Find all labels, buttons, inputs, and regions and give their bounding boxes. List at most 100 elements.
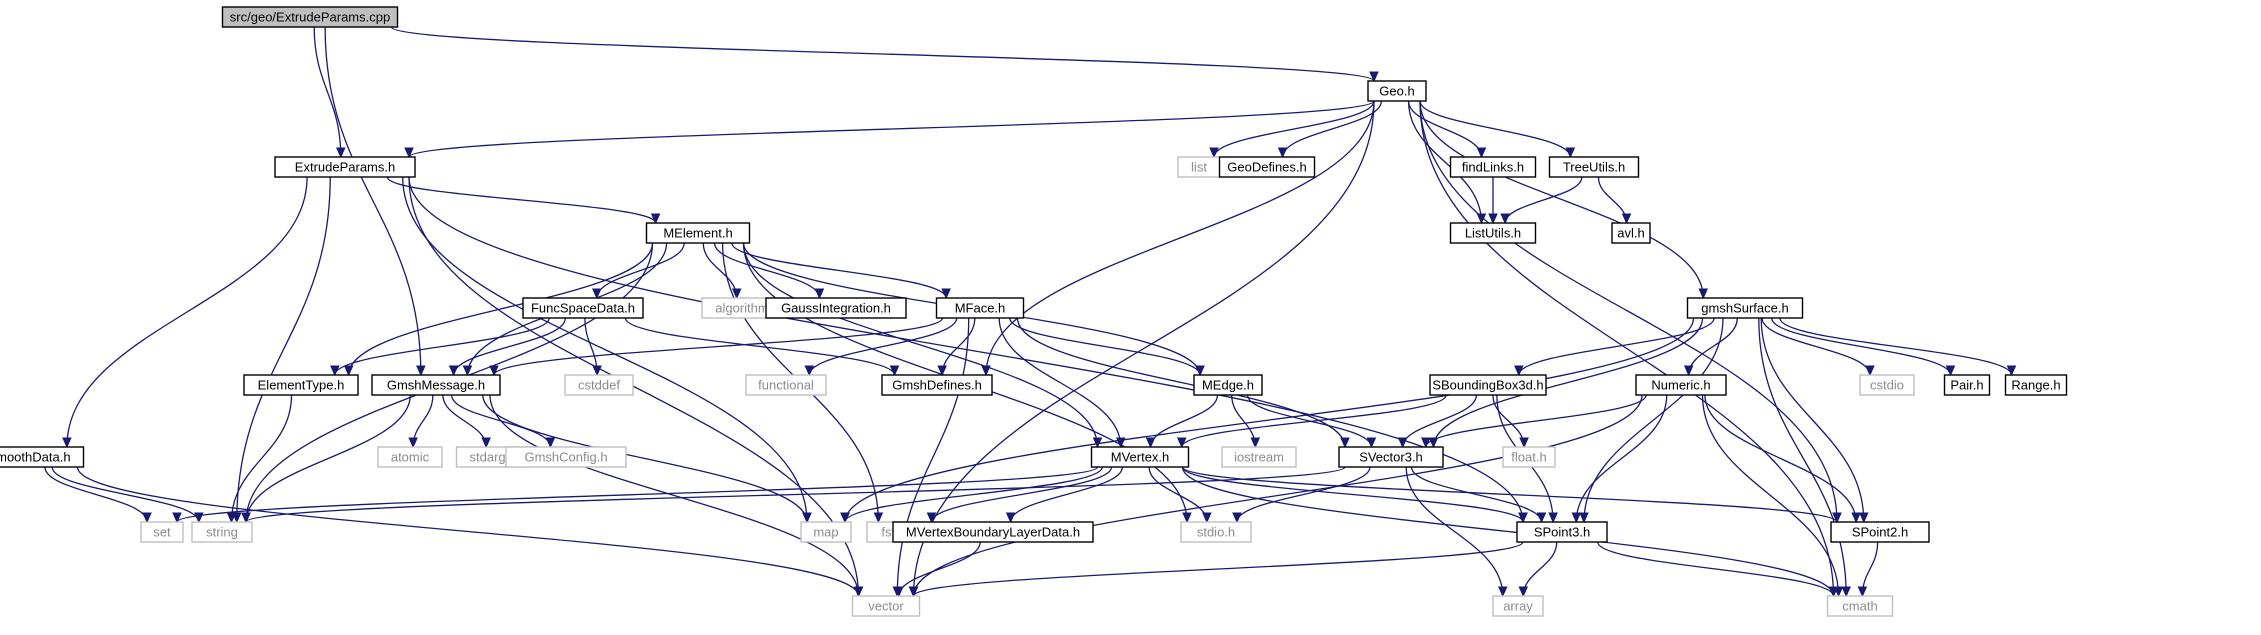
edge-arrowhead-gmshsurface-to-spoint3: [1579, 512, 1589, 524]
node-pair[interactable]: Pair.h: [1943, 374, 1991, 396]
node-mface[interactable]: MFace.h: [935, 297, 1025, 319]
edge-extrude-to-map: [402, 176, 808, 523]
edge-arrowhead-gmshsurface-to-range: [2006, 365, 2017, 377]
node-array: array: [1492, 595, 1544, 617]
node-gmshmessage[interactable]: GmshMessage.h: [371, 374, 501, 396]
edge-geo-to-listutils: [1407, 100, 1483, 224]
edge-arrowhead-sbbox-to-spoint3: [1548, 512, 1558, 524]
edge-arrowhead-sbbox-to-mvertex: [1176, 437, 1187, 449]
node-box-iostream: [1221, 446, 1297, 468]
node-spoint3[interactable]: SPoint3.h: [1516, 521, 1608, 543]
node-label-mvertex: MVertex.h: [1111, 450, 1170, 465]
node-label-svector3: SVector3.h: [1359, 450, 1423, 465]
edge-arrowhead-gmshsurface-to-sbbox: [1514, 365, 1524, 377]
node-box-melement: [645, 222, 751, 244]
node-string: string: [191, 521, 253, 543]
node-box-gmshdefines: [881, 374, 993, 396]
edge-mvertex-to-set: [176, 466, 1099, 523]
node-label-geodefines: GeoDefines.h: [1227, 160, 1307, 175]
node-root[interactable]: src/geo/ExtrudeParams.cpp: [221, 6, 399, 28]
edge-arrowhead-extrude-to-melement: [650, 213, 661, 225]
node-spoint2[interactable]: SPoint2.h: [1830, 521, 1930, 543]
node-geodefines[interactable]: GeoDefines.h: [1218, 156, 1316, 178]
edge-arrowhead-melement-to-gaussint: [814, 288, 825, 300]
edge-mvertex-to-cmath: [1181, 466, 1835, 597]
node-cstdio: cstdio: [1859, 374, 1915, 396]
node-box-numeric: [1635, 374, 1727, 396]
node-findlinks[interactable]: findLinks.h: [1449, 156, 1537, 178]
node-melement[interactable]: MElement.h: [645, 222, 751, 244]
node-treeutils[interactable]: TreeUtils.h: [1548, 156, 1640, 178]
edge-geo-to-spoint2: [1419, 100, 1838, 523]
edge-gmshsurface-to-svector3: [1432, 317, 1704, 448]
edge-geo-to-cmath: [1419, 100, 1835, 597]
node-medge[interactable]: MEdge.h: [1193, 374, 1263, 396]
node-avl[interactable]: avl.h: [1611, 222, 1651, 244]
edge-arrowhead-mvertex-to-set: [172, 512, 182, 524]
edge-arrowhead-mface-to-medge: [1195, 365, 1205, 377]
node-box-gmshmessage: [371, 374, 501, 396]
node-box-pair: [1943, 374, 1991, 396]
node-label-smoothdata: SmoothData.h: [0, 450, 71, 465]
edge-arrowhead-svector3-to-stdio: [1232, 512, 1242, 524]
node-extrude[interactable]: ExtrudeParams.h: [274, 156, 416, 178]
node-range[interactable]: Range.h: [2004, 374, 2068, 396]
edge-arrowhead-smoothdata-to-vector: [853, 586, 864, 598]
node-label-pair: Pair.h: [1950, 378, 1983, 393]
node-elementtype[interactable]: ElementType.h: [243, 374, 359, 396]
edge-mface-to-mvertex: [998, 317, 1122, 448]
node-gmshdefines[interactable]: GmshDefines.h: [881, 374, 993, 396]
node-mvblayer[interactable]: MVertexBoundaryLayerData.h: [892, 521, 1094, 543]
edge-arrowhead-sbbox-to-svector3: [1397, 437, 1408, 449]
edge-geo-to-gmshdefines: [985, 100, 1375, 376]
node-smoothdata[interactable]: SmoothData.h: [0, 446, 85, 468]
edge-spoint3-to-cmath: [1597, 541, 1835, 597]
edge-gmshsurface-to-map: [844, 317, 1695, 523]
edge-arrowhead-mvertex-to-fstream: [926, 512, 937, 524]
node-label-gmshdefines: GmshDefines.h: [892, 378, 982, 393]
node-numeric[interactable]: Numeric.h: [1635, 374, 1727, 396]
edge-gmshsurface-to-range: [1779, 317, 2013, 376]
edge-melement-to-algorithm: [702, 242, 738, 299]
edge-sbbox-to-mvertex: [1181, 394, 1447, 448]
nodes-layer: src/geo/ExtrudeParams.cppGeo.hExtrudePar…: [0, 6, 2068, 617]
edge-extrude-to-string: [236, 176, 331, 523]
node-box-findlinks: [1449, 156, 1537, 178]
edge-arrowhead-smoothdata-to-set: [142, 512, 152, 524]
edge-gmshsurface-to-pair: [1770, 317, 1952, 376]
edge-funcspace-to-gmshdefines: [624, 317, 896, 376]
edge-arrowhead-mface-to-gmshmessage: [489, 365, 499, 377]
node-label-gmshconfig: GmshConfig.h: [524, 450, 607, 465]
edge-arrowhead-medge-to-iostream: [1250, 437, 1261, 449]
node-svector3[interactable]: SVector3.h: [1338, 446, 1444, 468]
edge-arrowhead-numeric-to-spoint2: [1851, 512, 1861, 524]
node-box-spoint2: [1830, 521, 1930, 543]
node-label-extrude: ExtrudeParams.h: [295, 160, 395, 175]
node-listutils[interactable]: ListUtils.h: [1449, 222, 1537, 244]
node-geo[interactable]: Geo.h: [1367, 80, 1427, 102]
node-gmshsurface[interactable]: gmshSurface.h: [1686, 297, 1804, 319]
node-funcspace[interactable]: FuncSpaceData.h: [522, 297, 644, 319]
edge-extrude-to-melement: [386, 176, 657, 224]
node-box-string: [191, 521, 253, 543]
node-label-float: float.h: [1511, 450, 1546, 465]
node-sbbox[interactable]: SBoundingBox3d.h: [1429, 374, 1547, 396]
node-label-melement: MElement.h: [663, 226, 732, 241]
edge-arrowhead-spoint3-to-cmath: [1828, 586, 1839, 598]
edge-arrowhead-melement-to-mface: [941, 288, 951, 300]
edge-arrowhead-medge-to-mvertex: [1145, 437, 1156, 449]
node-label-gmshsurface: gmshSurface.h: [1701, 301, 1788, 316]
edge-arrowhead-mvblayer-to-vector: [894, 586, 904, 598]
edge-arrowhead-mface-to-svector3: [1340, 437, 1350, 449]
edge-numeric-to-svector3: [1425, 394, 1647, 448]
node-box-map: [800, 521, 852, 543]
edge-gmshsurface-to-cmath: [1758, 317, 1847, 597]
node-label-funcspace: FuncSpaceData.h: [531, 301, 635, 316]
edge-gmshmessage-to-stdarg: [442, 394, 487, 448]
edge-arrowhead-gmshsurface-to-cmath: [1841, 586, 1851, 598]
node-gaussint[interactable]: GaussIntegration.h: [765, 297, 907, 319]
node-label-findlinks: findLinks.h: [1462, 160, 1524, 175]
node-mvertex[interactable]: MVertex.h: [1090, 446, 1190, 468]
edge-arrowhead-mface-to-gmshdefines: [937, 365, 947, 377]
